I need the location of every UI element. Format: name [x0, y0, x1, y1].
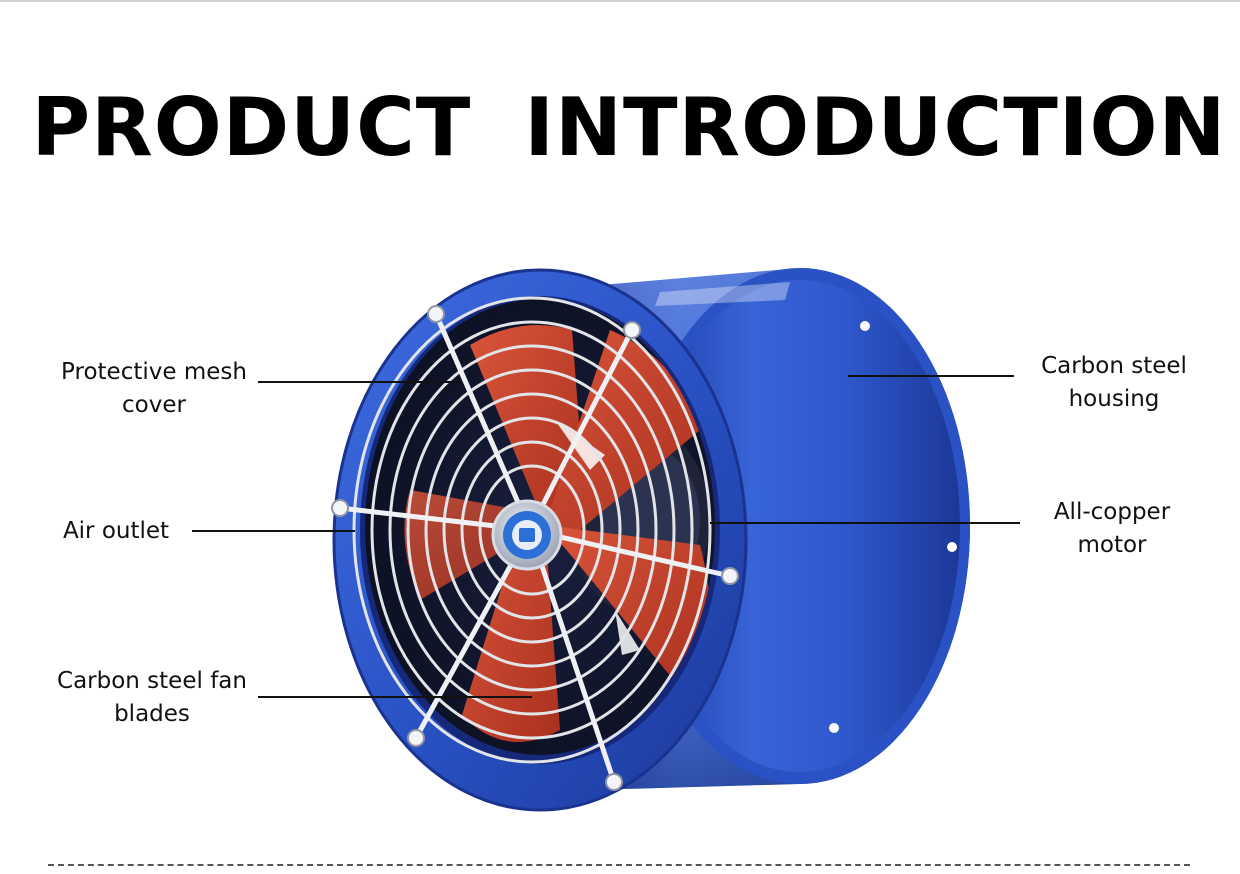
bolt-hole-icon	[947, 542, 957, 552]
top-rule	[0, 0, 1240, 2]
label-motor: All-copper motor	[1053, 499, 1171, 558]
label-protective-mesh-cover: Protective mesh cover	[61, 359, 247, 418]
hub-badge	[491, 499, 563, 571]
bottom-dashed-divider	[48, 864, 1190, 866]
label-fan-blades: Carbon steel fan blades	[57, 668, 247, 727]
page-title: PRODUCT INTRODUCTION	[31, 81, 1227, 174]
label-air-outlet: Air outlet	[62, 518, 170, 544]
bolt-hole-icon	[860, 321, 870, 331]
mesh-bolts	[331, 305, 739, 791]
leader-lines	[192, 375, 1020, 698]
bolt-hole-icon	[829, 723, 839, 733]
label-housing: Carbon steel housing	[1041, 353, 1187, 412]
